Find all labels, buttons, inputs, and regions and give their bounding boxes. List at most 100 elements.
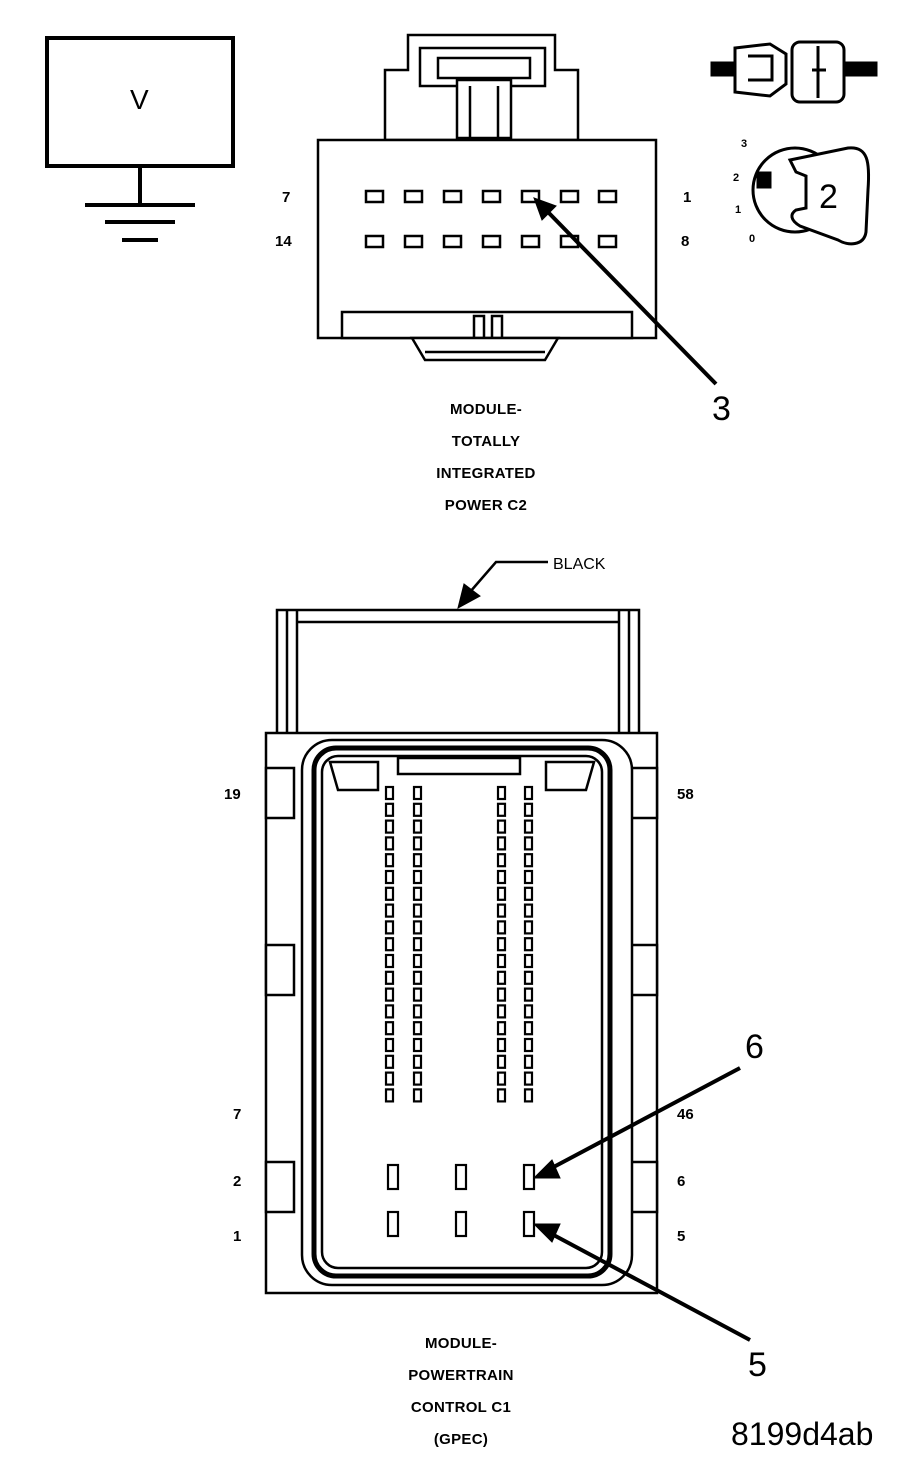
pin-cavity <box>523 1088 534 1103</box>
pin-cavity <box>523 970 534 985</box>
voltmeter-icon <box>45 36 235 242</box>
bottom-caption-line-3: CONTROL C1 <box>410 1399 512 1416</box>
pin-cavity <box>523 836 534 851</box>
voltmeter-label: V <box>130 84 149 115</box>
pin-cavity <box>412 869 423 885</box>
pin-cavity <box>412 1004 423 1019</box>
pin-cavity <box>384 953 395 969</box>
leader-arrows <box>457 197 751 1342</box>
pin-cavity <box>442 189 463 204</box>
connector-color-label: BLACK <box>553 556 606 573</box>
pin-cavity <box>412 836 423 851</box>
ignition-key-icon <box>751 146 871 246</box>
pin-cavity <box>496 1088 507 1103</box>
pin-cavity <box>597 189 618 204</box>
pin-cavity <box>384 937 395 952</box>
pin-cavity <box>384 1054 395 1069</box>
pin-cavity <box>412 1088 423 1103</box>
pin-cavity <box>523 1021 534 1036</box>
top-caption-line-3: INTEGRATED <box>436 465 536 482</box>
pin-cavity <box>559 189 580 204</box>
pin-cavity <box>523 953 534 969</box>
pin-cavity <box>496 853 507 868</box>
pin-cavity <box>496 1054 507 1069</box>
pin-cavity <box>523 1054 534 1069</box>
pin-cavity <box>384 886 395 901</box>
pin-cavity <box>523 869 534 885</box>
pin-cavity <box>523 987 534 1002</box>
pin-cavity <box>523 920 534 935</box>
pin-cavity <box>523 903 534 918</box>
pin-cavity <box>412 1021 423 1036</box>
pin-cavity <box>412 903 423 918</box>
pin-cavity <box>386 1210 400 1238</box>
figure-code: 8199d4ab <box>731 1416 874 1452</box>
pin-cavity <box>384 1088 395 1103</box>
pin-cavity <box>597 234 618 249</box>
pin-cavity <box>403 189 424 204</box>
bottom-pin-label-1: 1 <box>233 1228 242 1245</box>
pin-cavity <box>496 937 507 952</box>
pin-cavity <box>496 1071 507 1086</box>
pin-cavity <box>384 869 395 885</box>
pin-cavity <box>384 836 395 851</box>
pin-cavity <box>520 189 541 204</box>
pin-cavity <box>364 189 385 204</box>
pin-cavity <box>496 1004 507 1019</box>
pin-cavity <box>523 937 534 952</box>
bottom-caption-line-2: POWERTRAIN <box>408 1367 514 1384</box>
bottom-pin-label-19: 19 <box>224 786 241 803</box>
pin-cavity <box>412 785 423 801</box>
bottom-pin-label-7: 7 <box>233 1106 242 1123</box>
pin-cavity <box>384 970 395 985</box>
pin-cavity <box>496 836 507 851</box>
pin-cavity <box>496 785 507 801</box>
pin-cavity <box>384 785 395 801</box>
pin-cavity <box>496 920 507 935</box>
pin-cavity <box>454 1210 468 1238</box>
pin-cavity <box>384 920 395 935</box>
pin-cavity <box>496 886 507 901</box>
bottom-connector-caption: MODULE- POWERTRAIN CONTROL C1 (GPEC) <box>361 1328 561 1456</box>
pin-cavity <box>412 853 423 868</box>
top-pin-label-14: 14 <box>275 233 292 250</box>
top-connector-callout-3: 3 <box>712 390 731 428</box>
ignition-callout-2: 2 <box>819 178 838 216</box>
pin-cavity <box>384 802 395 817</box>
pin-cavity <box>523 819 534 834</box>
top-caption-line-4: POWER C2 <box>444 497 528 514</box>
bottom-pin-label-6: 6 <box>677 1173 686 1190</box>
pin-cavity <box>520 234 541 249</box>
bottom-connector-pin-cavities <box>384 785 536 1238</box>
pin-cavity <box>384 1071 395 1086</box>
bottom-connector-body <box>264 608 659 1295</box>
pin-cavity <box>442 234 463 249</box>
ignition-position-2: 2 <box>733 172 740 184</box>
bottom-connector-callout-5: 5 <box>748 1346 767 1384</box>
pin-cavity <box>412 802 423 817</box>
bottom-pin-label-46: 46 <box>677 1106 694 1123</box>
pin-cavity <box>481 189 502 204</box>
pin-cavity <box>522 1163 536 1191</box>
top-pin-label-1: 1 <box>683 189 692 206</box>
pin-cavity <box>384 903 395 918</box>
pin-cavity <box>384 1037 395 1053</box>
ignition-position-3: 3 <box>741 138 748 150</box>
top-connector-caption: MODULE- TOTALLY INTEGRATED POWER C2 <box>376 394 596 522</box>
pin-cavity <box>412 1037 423 1053</box>
pin-cavity <box>384 987 395 1002</box>
pin-cavity <box>384 819 395 834</box>
pin-cavity <box>523 1071 534 1086</box>
pin-cavity <box>496 819 507 834</box>
pin-cavity <box>412 970 423 985</box>
pin-cavity <box>412 987 423 1002</box>
pin-cavity <box>496 869 507 885</box>
bottom-caption-line-1: MODULE- <box>424 1335 498 1352</box>
pin-cavity <box>523 1004 534 1019</box>
pin-cavity <box>412 937 423 952</box>
pin-cavity <box>384 853 395 868</box>
bottom-pin-label-2: 2 <box>233 1173 242 1190</box>
pin-cavity <box>496 953 507 969</box>
pin-cavity <box>412 819 423 834</box>
